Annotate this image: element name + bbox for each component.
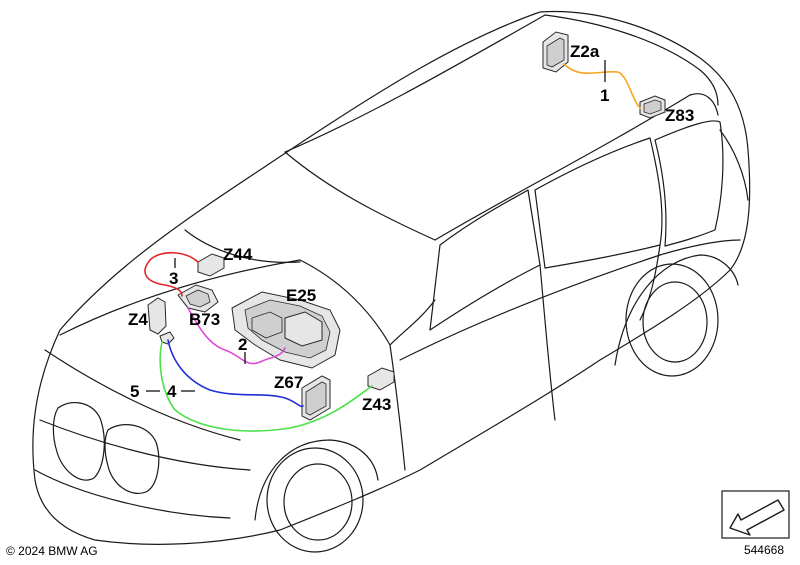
wire-5 <box>159 341 373 432</box>
label-1: 1 <box>600 86 609 105</box>
label-z4: Z4 <box>128 310 148 329</box>
label-z43: Z43 <box>362 395 391 414</box>
label-z83: Z83 <box>665 106 694 125</box>
label-z44: Z44 <box>223 245 253 264</box>
label-4: 4 <box>167 382 177 401</box>
label-z2a: Z2a <box>570 42 600 61</box>
label-e25: E25 <box>286 286 316 305</box>
wire-4 <box>167 339 304 408</box>
component-z83 <box>639 95 666 119</box>
label-z67: Z67 <box>274 373 303 392</box>
view-direction-icon <box>721 490 790 539</box>
wire-1 <box>563 63 641 109</box>
car-body-outline <box>32 10 751 553</box>
copyright-text: © 2024 BMW AG <box>6 544 98 558</box>
component-z67 <box>301 375 331 421</box>
component-z44 <box>197 253 225 277</box>
component-b73 <box>177 284 219 313</box>
diagram-number: 544668 <box>744 543 784 557</box>
component-z2a <box>542 31 569 73</box>
wire-3 <box>144 251 199 297</box>
label-b73: B73 <box>189 310 220 329</box>
label-2: 2 <box>238 335 247 354</box>
wire-2 <box>187 307 286 365</box>
label-3: 3 <box>169 269 178 288</box>
component-z43 <box>367 367 395 391</box>
label-5: 5 <box>130 382 139 401</box>
component-e25 <box>231 291 341 369</box>
component-z4 <box>147 297 175 345</box>
